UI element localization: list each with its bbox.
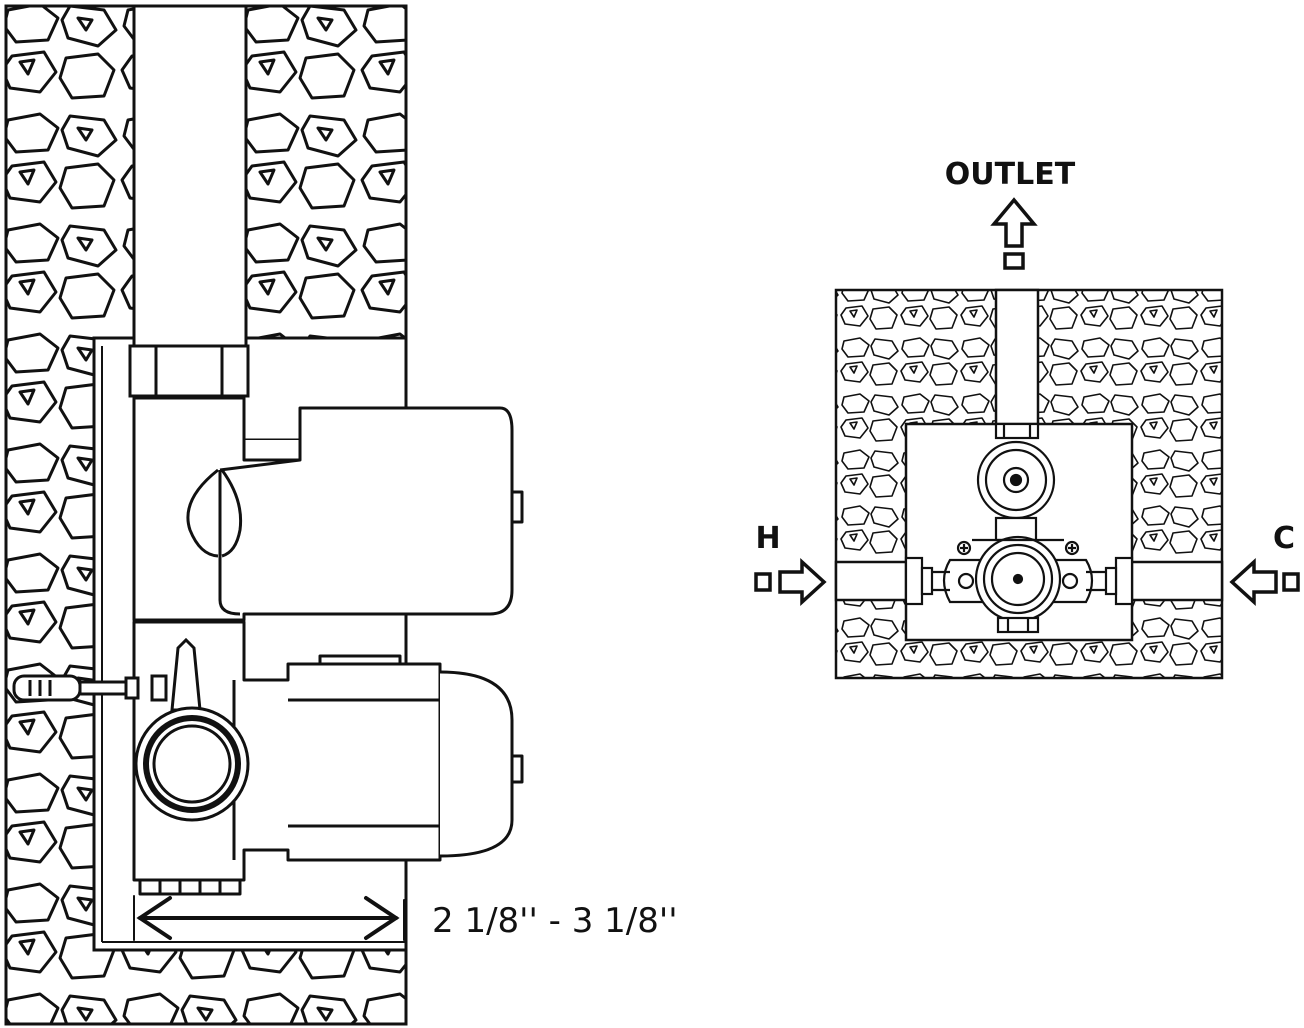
cold-arrow-icon: [1229, 558, 1300, 606]
front-valve-assembly: [904, 422, 1134, 634]
outlet-nut: [128, 344, 250, 398]
outlet-pipe: [994, 288, 1040, 426]
hot-label: H: [755, 521, 780, 556]
front-view: OUTLET: [754, 157, 1300, 680]
hot-pipe: [834, 560, 908, 602]
hot-arrow-icon: [754, 558, 827, 606]
diverter-body: [132, 396, 524, 622]
cold-pipe: [1130, 560, 1224, 602]
outlet-label: OUTLET: [945, 157, 1076, 192]
side-view: 2 1/8'' - 3 1/8'': [4, 4, 678, 1026]
cold-label: C: [1273, 521, 1295, 556]
outlet-arrow-icon: [990, 197, 1038, 270]
dimension-arrow: [133, 895, 405, 941]
stop-screw: [12, 674, 140, 702]
dimension-label: 2 1/8'' - 3 1/8'': [432, 901, 678, 941]
valve-ring: [134, 637, 250, 822]
